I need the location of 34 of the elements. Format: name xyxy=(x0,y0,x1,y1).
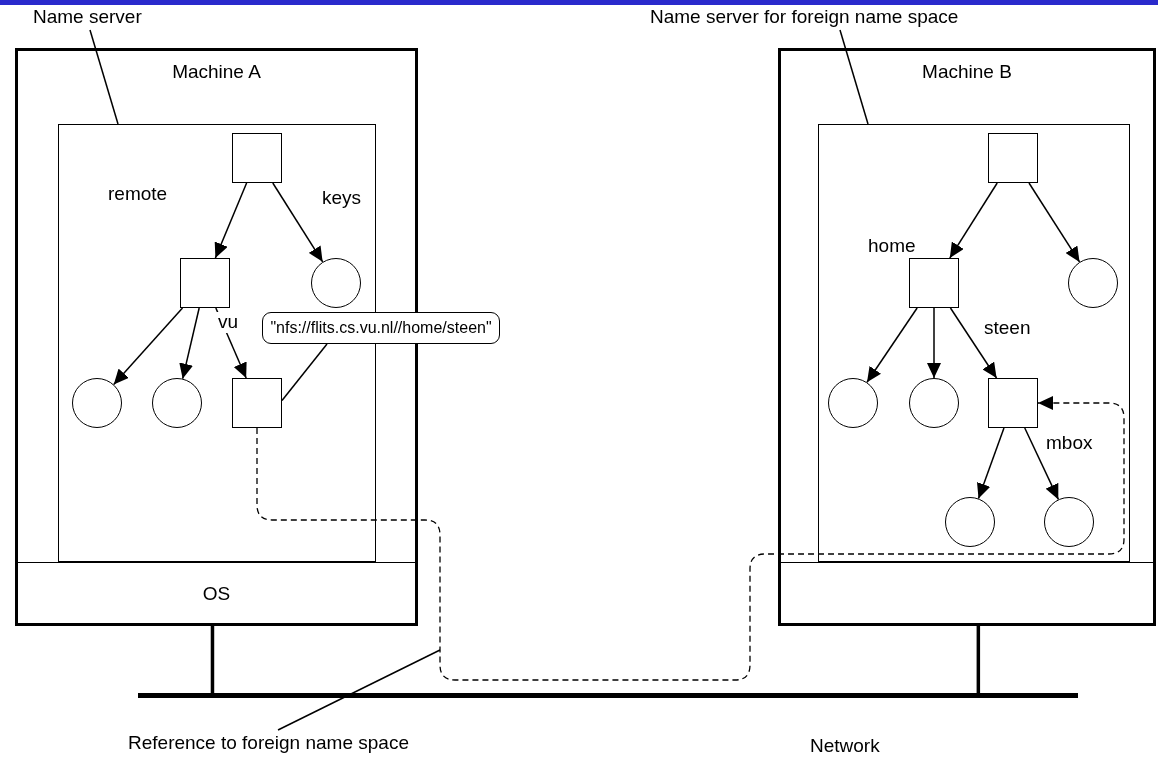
arrow xyxy=(1024,427,1060,501)
directory-node-square xyxy=(231,377,282,428)
directory-node-square xyxy=(987,132,1038,183)
arrow xyxy=(214,182,248,259)
arrow xyxy=(179,307,200,380)
leader-line xyxy=(89,29,119,125)
arrow xyxy=(1028,182,1081,263)
os-label: OS xyxy=(202,583,231,605)
reference-callout xyxy=(262,312,500,344)
network-drop-line xyxy=(210,626,215,693)
annotation-text: Name server for foreign name space xyxy=(650,6,959,27)
machine-label: Machine B xyxy=(921,61,1013,83)
arrow xyxy=(977,427,1005,500)
arrow xyxy=(112,307,184,386)
arrow xyxy=(866,307,918,384)
leader-line xyxy=(839,29,869,125)
directory-node-square xyxy=(987,377,1038,428)
arrow xyxy=(949,182,998,259)
annotation-text: Reference to foreign name space xyxy=(128,732,409,753)
leader-line xyxy=(277,649,441,731)
directory-node-square xyxy=(231,132,282,183)
dashed-arrow xyxy=(256,396,1125,681)
directory-node-square xyxy=(908,257,959,308)
reference-text: "nfs://flits.cs.vu.nl//home/steen" xyxy=(270,319,492,337)
directory-node-square xyxy=(179,257,230,308)
annotation-text: Name server xyxy=(33,6,142,27)
machine-label: Machine A xyxy=(171,61,262,83)
edge-label: keys xyxy=(320,188,364,209)
arrow xyxy=(949,307,998,379)
arrow xyxy=(272,182,324,263)
network-drop-line xyxy=(976,626,981,693)
connector-line xyxy=(281,343,328,402)
network-label: Network xyxy=(810,735,880,757)
arrow xyxy=(927,307,941,379)
